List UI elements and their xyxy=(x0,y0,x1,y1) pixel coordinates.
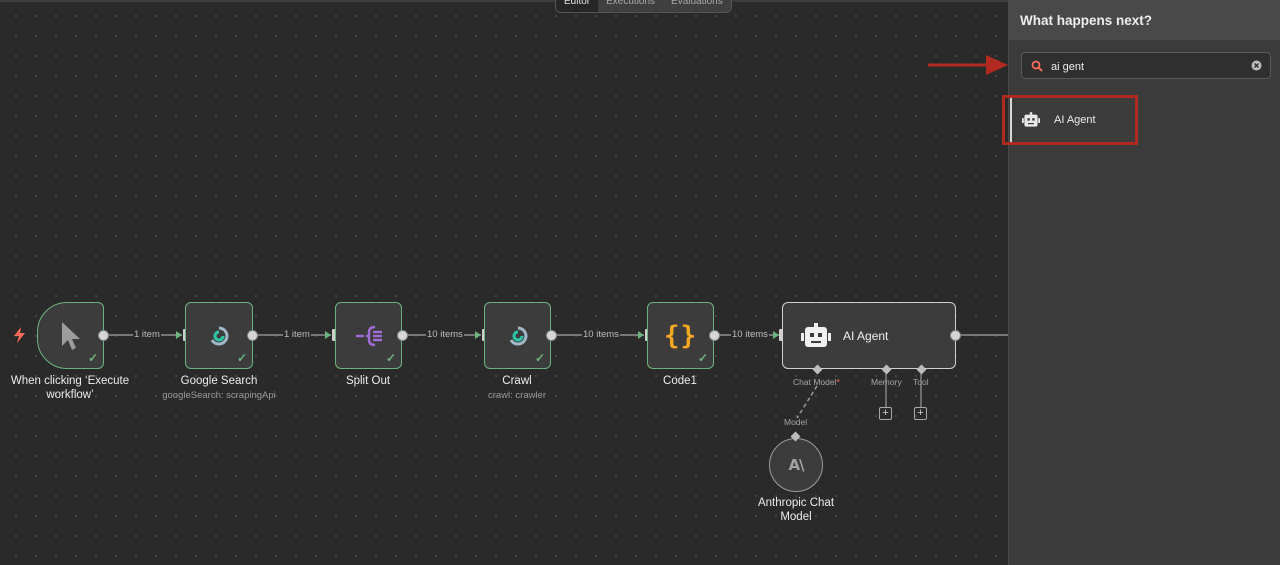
robot-icon xyxy=(1022,112,1040,127)
crawl-label: Crawl xyxy=(502,375,532,387)
google-search-sublabel: googleSearch: scrapingApi xyxy=(162,390,276,401)
add-memory-button[interactable]: + xyxy=(879,407,892,420)
anthropic-label: Anthropic Chat Model xyxy=(757,497,835,523)
top-border xyxy=(0,0,1008,2)
ai-agent-output-handle[interactable] xyxy=(950,330,961,341)
memory-port-label: Memory xyxy=(871,377,902,387)
robot-icon xyxy=(801,322,831,347)
edge-label-3: 10 items xyxy=(426,329,464,340)
split-out-label: Split Out xyxy=(345,375,391,387)
node-manual-trigger[interactable]: ✓ xyxy=(37,302,104,369)
connections xyxy=(109,331,1008,419)
tab-editor[interactable]: Editor xyxy=(556,0,599,12)
google-search-output-handle[interactable] xyxy=(247,330,258,341)
edge-label-1: 1 item xyxy=(133,329,161,340)
search-result-label: AI Agent xyxy=(1054,114,1096,126)
tab-evaluations[interactable]: Evaluations xyxy=(671,0,723,7)
swirl-icon xyxy=(509,326,527,345)
node-google-search[interactable]: ✓ xyxy=(185,302,253,369)
split-out-output-handle[interactable] xyxy=(397,330,408,341)
edge-label-2: 1 item xyxy=(283,329,311,340)
add-tool-button[interactable]: + xyxy=(914,407,927,420)
trigger-label: When clicking ‘Execute workflow’ xyxy=(10,375,130,401)
code1-label: Code1 xyxy=(663,375,697,387)
ai-agent-label: AI Agent xyxy=(843,328,889,343)
trigger-output-handle[interactable] xyxy=(98,330,109,341)
success-check-icon: ✓ xyxy=(236,351,247,365)
required-mark: * xyxy=(836,377,840,387)
node-search-box[interactable] xyxy=(1021,52,1271,79)
crawl-output-handle[interactable] xyxy=(546,330,557,341)
chat-model-port-text: Chat Model xyxy=(793,377,837,387)
code1-output-handle[interactable] xyxy=(709,330,720,341)
node-ai-agent[interactable]: AI Agent xyxy=(782,302,956,369)
search-result-ai-agent[interactable]: AI Agent xyxy=(1010,95,1140,145)
annotation-arrow-icon xyxy=(928,55,1008,75)
code-braces-icon: {} xyxy=(663,320,698,351)
node-code1[interactable]: {} ✓ xyxy=(647,302,714,369)
cursor-icon xyxy=(61,321,80,350)
search-icon xyxy=(1031,60,1043,72)
crawl-sublabel: crawl: crawler xyxy=(487,390,547,401)
node-search-input[interactable] xyxy=(1049,57,1243,77)
success-check-icon: ✓ xyxy=(534,351,545,365)
success-check-icon: ✓ xyxy=(385,351,396,365)
node-split-out[interactable]: ✓ xyxy=(335,302,402,369)
chat-model-port-label: Chat Model* xyxy=(793,377,840,387)
success-check-icon: ✓ xyxy=(697,351,708,365)
trigger-bolt-icon xyxy=(14,327,25,343)
split-icon xyxy=(355,325,382,346)
edge-label-5: 10 items xyxy=(731,329,769,340)
edge-label-4: 10 items xyxy=(582,329,620,340)
panel-title: What happens next? xyxy=(1009,0,1280,40)
success-check-icon: ✓ xyxy=(87,351,98,365)
node-anthropic-chat-model[interactable]: A\ xyxy=(769,438,823,492)
node-crawl[interactable]: ✓ xyxy=(484,302,551,369)
node-creator-panel: What happens next? AI Agent xyxy=(1008,0,1280,565)
anthropic-logo-icon: A\ xyxy=(788,456,804,474)
model-port-label: Model xyxy=(784,417,808,427)
tool-port-label: Tool xyxy=(913,377,929,387)
tab-executions[interactable]: Executions xyxy=(606,0,656,7)
swirl-icon xyxy=(210,326,229,345)
view-tabs: Editor Executions Evaluations xyxy=(555,0,732,13)
google-search-label: Google Search xyxy=(180,375,258,387)
workflow-canvas[interactable]: Editor Executions Evaluations ✓ When cli… xyxy=(0,0,1008,565)
clear-search-icon[interactable] xyxy=(1251,60,1262,71)
